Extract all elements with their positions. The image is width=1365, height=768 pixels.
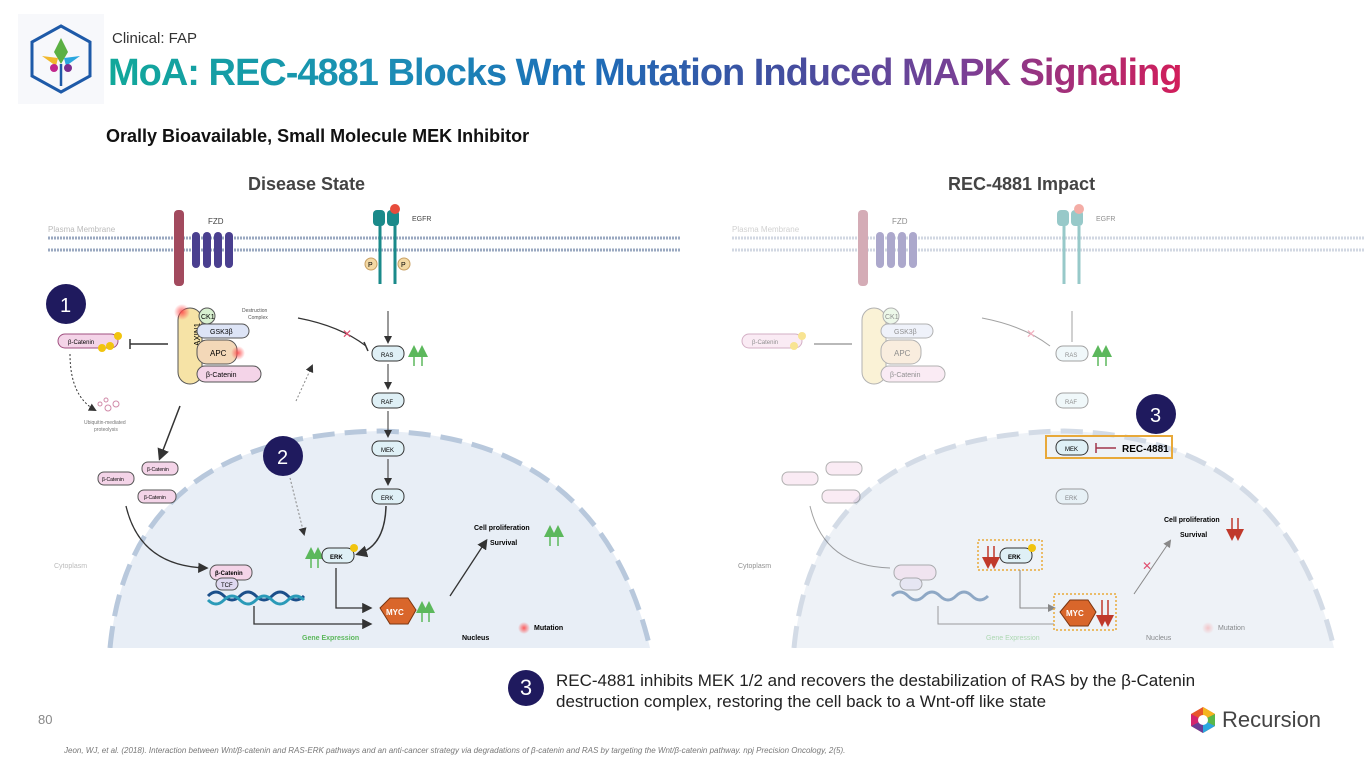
disease-state-diagram: Plasma Membrane FZD P P EGFR 1 β-Catenin…: [40, 196, 680, 649]
svg-text:Cytoplasm: Cytoplasm: [738, 563, 771, 570]
svg-text:P: P: [368, 262, 373, 269]
svg-text:✕: ✕: [1026, 327, 1036, 341]
svg-text:β-Catenin: β-Catenin: [215, 571, 243, 577]
svg-text:β-Catenin: β-Catenin: [890, 372, 921, 379]
svg-text:β-Catenin: β-Catenin: [206, 372, 237, 379]
svg-text:ERK: ERK: [330, 555, 343, 561]
mek-node: [1055, 439, 1089, 456]
page-number: 80: [38, 712, 53, 727]
erk-node: ERK: [371, 488, 405, 505]
svg-text:Ubiquitin-mediated: Ubiquitin-mediated: [84, 420, 126, 426]
svg-text:1: 1: [60, 295, 71, 317]
svg-text:Gene Expression: Gene Expression: [986, 635, 1040, 642]
brand-name: Recursion: [1222, 707, 1322, 732]
svg-text:MYC: MYC: [386, 608, 404, 617]
svg-text:MEK: MEK: [381, 448, 394, 454]
svg-text:Mutation: Mutation: [1218, 625, 1245, 632]
erk-p-node: ERK: [321, 544, 358, 564]
rec-impact-diagram: Plasma Membrane FZD EGFR β-Catenin CK1 G…: [724, 196, 1364, 649]
blocked-x-icon: ✕: [1142, 559, 1152, 573]
svg-text:Survival: Survival: [490, 540, 517, 547]
section-label: Clinical: FAP: [112, 30, 198, 47]
blocked-x-icon: ✕: [342, 327, 352, 341]
beta-catenin-free: β-Catenin β-Catenin β-Catenin: [97, 461, 179, 504]
svg-text:proteolysis: proteolysis: [94, 427, 118, 433]
svg-text:Destruction: Destruction: [242, 308, 268, 314]
svg-text:Plasma Membrane: Plasma Membrane: [732, 225, 800, 234]
svg-text:Cell proliferation: Cell proliferation: [1164, 517, 1220, 524]
svg-text:β-Catenin: β-Catenin: [147, 467, 169, 473]
svg-text:RAS: RAS: [381, 353, 393, 359]
svg-text:3: 3: [1150, 405, 1161, 427]
svg-text:RAS: RAS: [1065, 353, 1077, 359]
mutation-legend-icon: [518, 622, 530, 634]
svg-text:EGFR: EGFR: [1096, 216, 1115, 223]
raf-node: RAF: [371, 392, 405, 409]
svg-text:Complex: Complex: [248, 315, 268, 321]
svg-text:TCF: TCF: [221, 583, 233, 589]
svg-text:FZD: FZD: [892, 217, 908, 226]
dna-icon: [206, 590, 306, 602]
svg-text:Nucleus: Nucleus: [1146, 635, 1172, 642]
recursion-logo-icon: [1191, 707, 1215, 733]
svg-text:GSK3β: GSK3β: [210, 329, 233, 336]
svg-text:ERK: ERK: [381, 496, 393, 502]
fzd-label: FZD: [208, 217, 224, 226]
svg-text:RAF: RAF: [381, 400, 393, 406]
svg-text:Gene Expression: Gene Expression: [302, 635, 359, 642]
svg-text:APC: APC: [894, 349, 911, 358]
badge-3: [1136, 394, 1176, 434]
plasma-membrane-label: Plasma Membrane: [48, 225, 116, 234]
svg-text:2: 2: [277, 447, 288, 469]
hexagon-leaf-logo-icon: [30, 24, 92, 94]
svg-text:Cytoplasm: Cytoplasm: [54, 563, 87, 570]
page-subtitle: Orally Bioavailable, Small Molecule MEK …: [106, 126, 530, 146]
svg-text:ERK: ERK: [1008, 555, 1021, 561]
recursion-brand: Recursion: [1190, 706, 1321, 734]
svg-text:Cell proliferation: Cell proliferation: [474, 525, 530, 532]
svg-text:CK1: CK1: [201, 314, 215, 321]
lrp-receptor: [174, 210, 184, 286]
svg-text:Survival: Survival: [1180, 532, 1207, 539]
badge-1: [46, 284, 86, 324]
egfr-receptor: P P: [364, 204, 411, 284]
svg-text:RAF: RAF: [1065, 400, 1077, 406]
mek-node: MEK: [371, 440, 405, 457]
rec-impact-title: REC-4881 Impact: [948, 174, 1096, 194]
footer-description: REC-4881 inhibits MEK 1/2 and recovers t…: [556, 671, 1196, 711]
svg-text:Nucleus: Nucleus: [462, 635, 489, 642]
footer-badge-3: 3: [508, 670, 544, 706]
citation: Jeon, WJ, et al. (2018). Interaction bet…: [64, 746, 846, 755]
svg-text:APC: APC: [210, 349, 227, 358]
svg-text:β-Catenin: β-Catenin: [102, 477, 124, 483]
company-logo: [18, 14, 104, 104]
disease-state-title: Disease State: [248, 174, 366, 194]
nucleus: [110, 431, 650, 648]
egfr-label: EGFR: [412, 216, 431, 223]
plasma-membrane: [48, 236, 680, 252]
svg-text:GSK3β: GSK3β: [894, 329, 917, 336]
svg-text:Mutation: Mutation: [534, 625, 563, 632]
mek-inhibition-box: [1045, 435, 1173, 459]
svg-text:MYC: MYC: [1066, 609, 1084, 618]
ras-node: RAS: [371, 345, 405, 362]
svg-text:P: P: [401, 262, 406, 269]
badge-2: [263, 436, 303, 476]
svg-text:MEK: MEK: [1065, 447, 1078, 453]
svg-text:CK1: CK1: [885, 314, 899, 321]
svg-text:ERK: ERK: [1065, 496, 1077, 502]
drug-label: REC-4881: [1122, 444, 1169, 455]
page-title: MoA: REC-4881 Blocks Wnt Mutation Induce…: [108, 52, 1182, 94]
fzd-receptor: [192, 232, 233, 268]
svg-text:β-Catenin: β-Catenin: [752, 340, 778, 346]
svg-text:β-Catenin: β-Catenin: [144, 495, 166, 501]
svg-text:β-Catenin: β-Catenin: [68, 340, 94, 346]
